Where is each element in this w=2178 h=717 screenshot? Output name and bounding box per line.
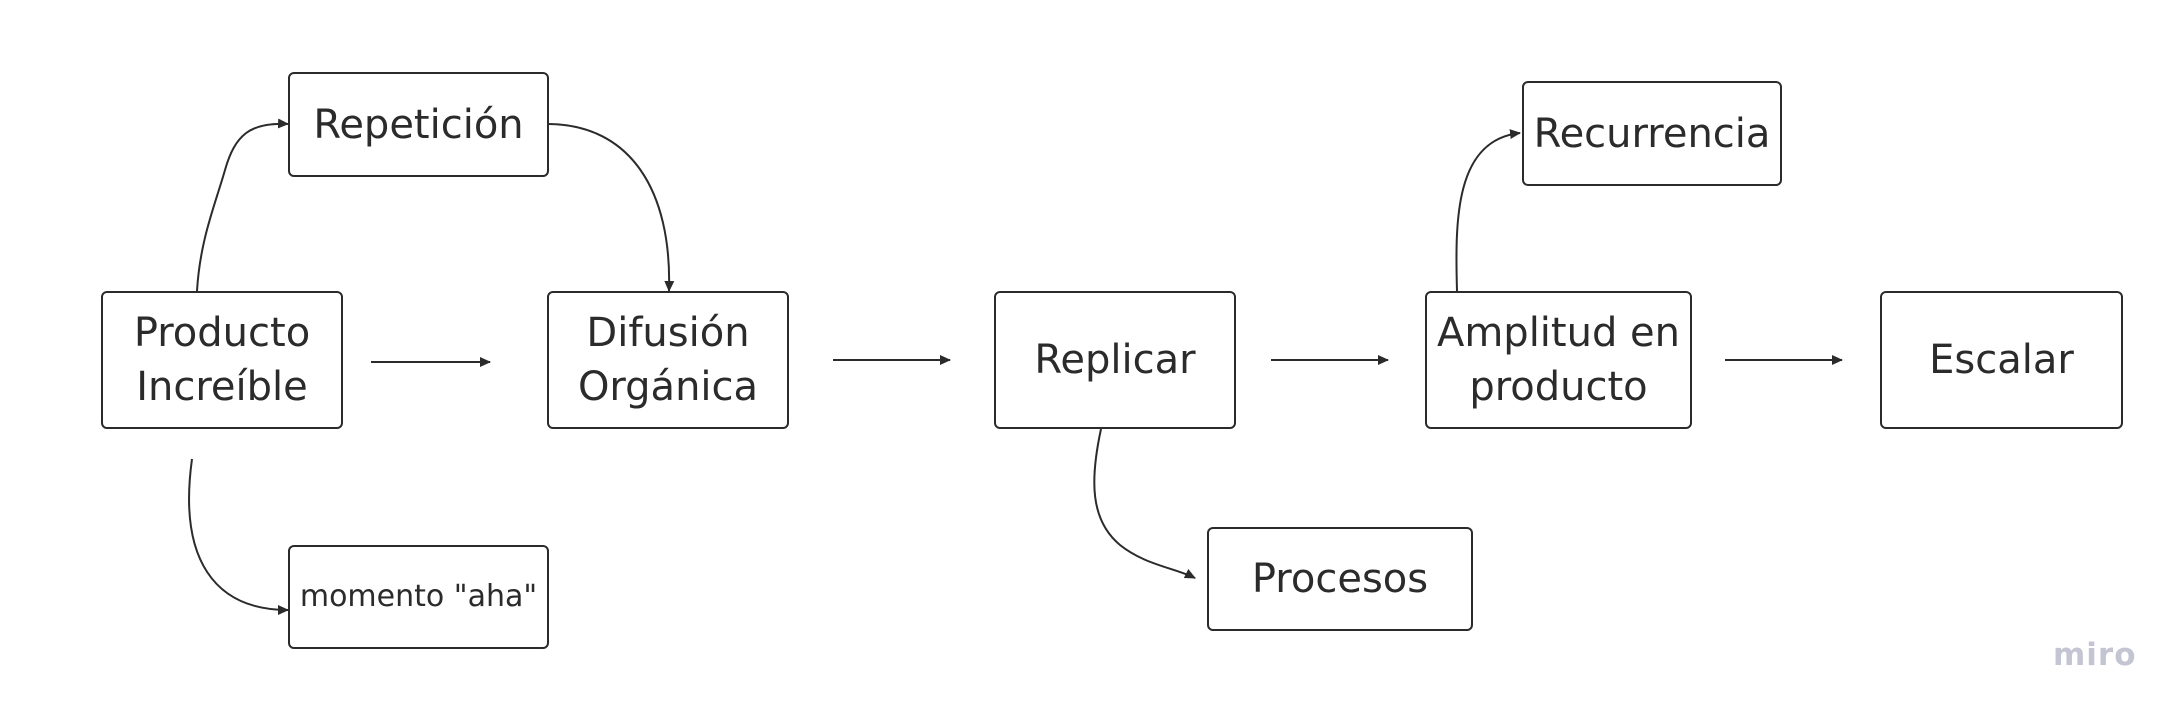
miro-watermark: miro: [2053, 637, 2137, 673]
node-amplitud-en-producto[interactable]: Amplitud en producto: [1425, 291, 1692, 429]
node-momento-aha[interactable]: momento "aha": [288, 545, 549, 649]
node-replicar[interactable]: Replicar: [994, 291, 1236, 429]
node-recurrencia[interactable]: Recurrencia: [1522, 81, 1782, 186]
edge-replicar-procesos[interactable]: [1093, 428, 1196, 579]
node-escalar[interactable]: Escalar: [1880, 291, 2123, 429]
edge-amplitud-recurrencia[interactable]: [1455, 129, 1521, 292]
edge-repeticion-difusion[interactable]: [548, 123, 675, 292]
node-producto-increible[interactable]: Producto Increíble: [101, 291, 343, 429]
node-procesos[interactable]: Procesos: [1207, 527, 1473, 631]
edge-producto-momento[interactable]: [188, 458, 289, 615]
edge-producto-repeticion[interactable]: [196, 118, 289, 292]
node-repeticion[interactable]: Repetición: [288, 72, 549, 177]
node-difusion-organica[interactable]: Difusión Orgánica: [547, 291, 789, 429]
